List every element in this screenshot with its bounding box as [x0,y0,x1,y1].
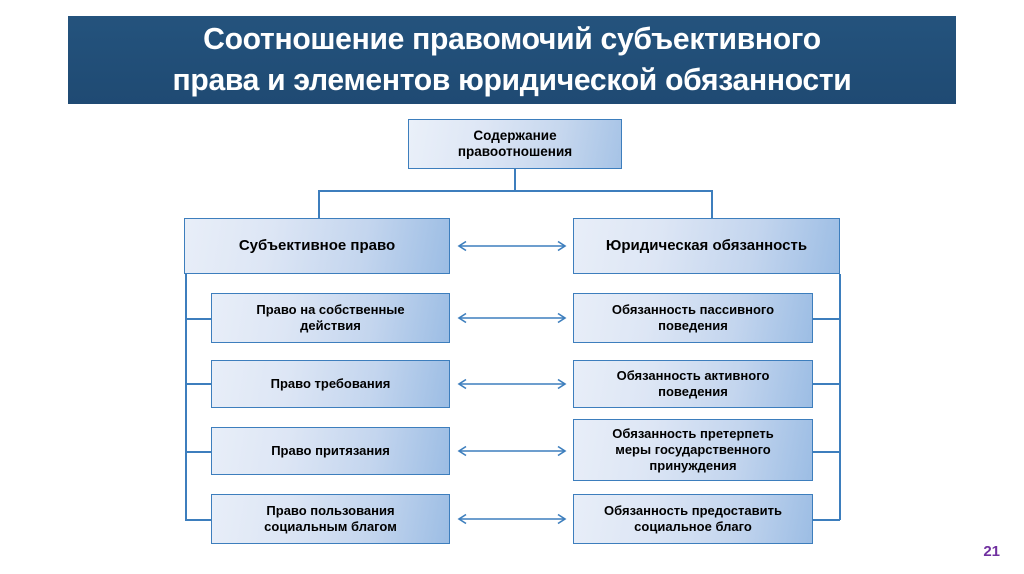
node-left-item-3[interactable]: Право притязания [211,427,450,475]
connector-right-stub-1 [813,318,840,320]
connector-root-stem [514,169,516,191]
connector-left-stub-1 [185,318,212,320]
slide-title-banner: Соотношение правомочий субъективного пра… [68,16,956,104]
node-root-content-of-legal-relation[interactable]: Содержание правоотношения [408,119,622,169]
connector-root-crossbar [318,190,712,192]
arrow-row-4 [452,512,572,526]
node-right-item-1[interactable]: Обязанность пассивного поведения [573,293,813,343]
page-number: 21 [983,543,1000,560]
node-left-item-2-label: Право требования [270,376,391,392]
connector-right-stub-4 [813,519,840,521]
connector-to-left-branch [318,190,320,218]
node-right-item-2[interactable]: Обязанность активного поведения [573,360,813,408]
node-right-item-3[interactable]: Обязанность претерпеть меры государствен… [573,419,813,481]
connector-left-stub-3 [185,451,212,453]
connector-left-stub-4 [185,519,212,521]
connector-right-stub-2 [813,383,840,385]
arrow-row-1 [452,311,572,325]
node-branch-subjective-right-label: Субъективное право [238,236,396,254]
node-right-item-3-label: Обязанность претерпеть меры государствен… [612,426,774,473]
node-branch-legal-duty-label: Юридическая обязанность [605,236,808,254]
node-branch-legal-duty[interactable]: Юридическая обязанность [573,218,840,274]
connector-to-right-branch [711,190,713,218]
page-title: Соотношение правомочий субъективного пра… [172,21,852,97]
node-right-item-1-label: Обязанность пассивного поведения [611,302,775,333]
node-left-item-3-label: Право притязания [271,443,390,459]
connector-left-stub-2 [185,383,212,385]
connector-right-stub-3 [813,451,840,453]
arrow-row-2 [452,377,572,391]
node-root-label: Содержание правоотношения [457,127,573,159]
node-left-item-4[interactable]: Право пользования социальным благом [211,494,450,544]
arrow-row-3 [452,444,572,458]
node-left-item-4-label: Право пользования социальным благом [264,503,397,534]
node-left-item-1-label: Право на собственные действия [256,302,405,333]
node-branch-subjective-right[interactable]: Субъективное право [184,218,450,274]
node-left-item-2[interactable]: Право требования [211,360,450,408]
node-right-item-2-label: Обязанность активного поведения [616,368,770,399]
connector-left-spine [185,274,187,520]
connector-right-spine [839,274,841,520]
arrow-branch-pair [452,239,572,253]
node-right-item-4[interactable]: Обязанность предоставить социальное благ… [573,494,813,544]
node-right-item-4-label: Обязанность предоставить социальное благ… [604,503,782,534]
node-left-item-1[interactable]: Право на собственные действия [211,293,450,343]
